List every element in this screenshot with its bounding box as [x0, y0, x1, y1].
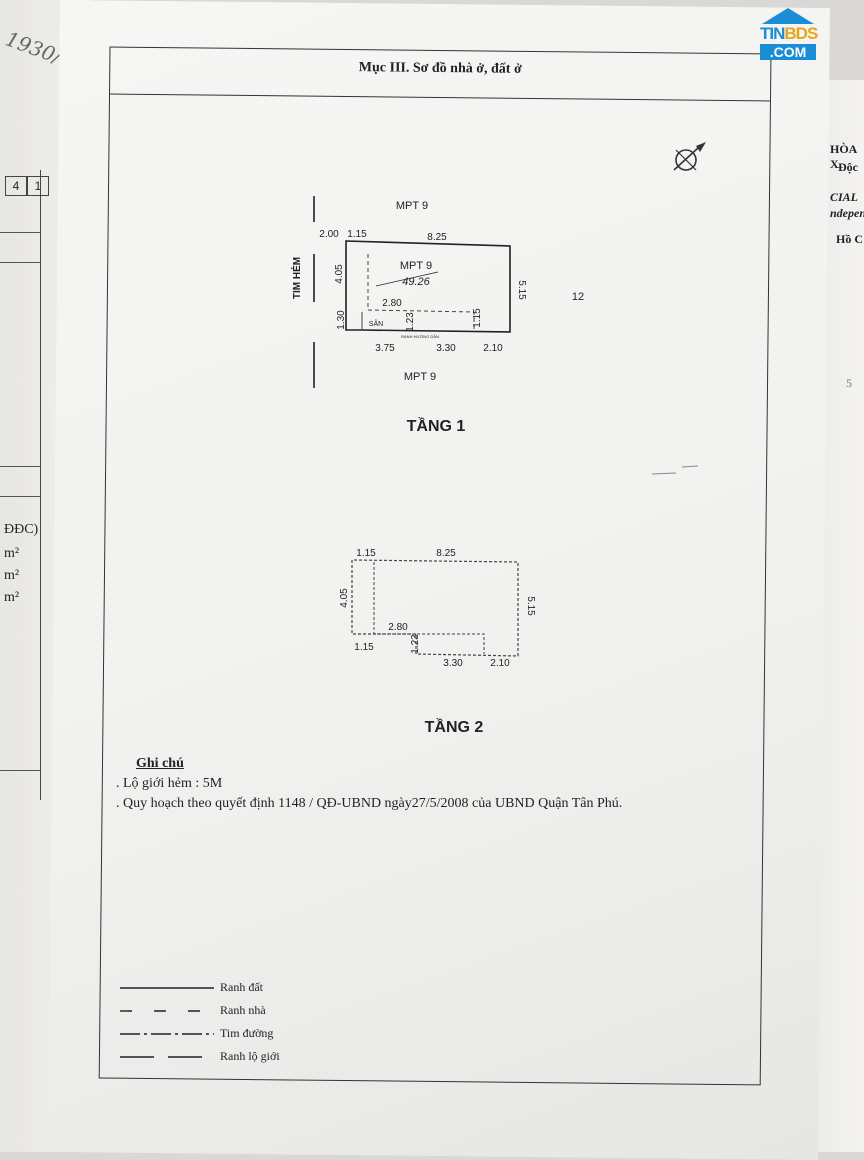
- neighbor-lot-number: 12: [572, 291, 584, 303]
- dim-label: 1.15: [347, 229, 367, 240]
- note-line: . Quy hoạch theo quyết định 1148 / QĐ-UB…: [116, 796, 623, 811]
- legend-label: Ranh nhà: [220, 1003, 266, 1017]
- legend-item: Ranh lộ giới: [120, 1045, 280, 1068]
- floor-1-caption: TẦNG 1: [407, 416, 466, 435]
- dim-label: 1.30: [336, 310, 347, 330]
- logo-wordmark: TINBDS: [760, 24, 818, 43]
- table-rule: [0, 496, 40, 497]
- dim-label: 4.05: [334, 264, 345, 284]
- dim-label: 1.15: [354, 642, 374, 653]
- solid-line-icon: [120, 986, 214, 989]
- legend-label: Ranh lộ giới: [220, 1049, 280, 1063]
- table-rule: [0, 232, 40, 233]
- dash-dot-line-icon: [120, 1032, 214, 1035]
- yard-label: SÂN: [369, 319, 383, 328]
- road-centerline-label: TIM HẺM: [290, 257, 303, 299]
- page-fragment: HÒA X: [830, 142, 857, 171]
- page-fragment: Độc: [838, 160, 858, 174]
- dim-label: 1.23: [410, 634, 421, 654]
- tinbds-logo: TINBDS .COM: [758, 6, 820, 62]
- dashed-line-icon: [120, 1009, 214, 1012]
- dim-label: 2.10: [483, 343, 503, 354]
- page-fragment: 5: [846, 376, 852, 390]
- form-cell: 1: [27, 176, 49, 196]
- unit-label: ĐĐC): [4, 522, 39, 537]
- dim-label: 4.05: [339, 588, 350, 608]
- notes-section: Ghi chú . Lộ giới hẻm : 5M . Quy hoạch t…: [116, 756, 622, 812]
- legend-label: Ranh đất: [220, 980, 263, 994]
- floor1-top-label: MPT 9: [396, 200, 428, 212]
- legend: Ranh đất Ranh nhà Tim đường Ranh lộ giới: [120, 976, 280, 1068]
- dim-label: 3.30: [443, 658, 463, 669]
- page-fragment: Hồ C: [836, 232, 863, 246]
- legend-label: Tim đường: [220, 1026, 274, 1040]
- legend-item: Ranh nhà: [120, 999, 280, 1022]
- house-icon: [762, 8, 814, 24]
- form-table-edge: [0, 170, 41, 800]
- dim-label: 8.25: [436, 548, 456, 559]
- dim-label: 1.15: [472, 308, 483, 328]
- area-value: 49.26: [402, 276, 430, 288]
- page-fragment: ndepen: [830, 206, 864, 220]
- dim-label: 2.80: [382, 298, 402, 309]
- unit-label: m²: [4, 590, 20, 605]
- unit-label: m²: [4, 568, 20, 583]
- note-line: . Lộ giới hẻm : 5M: [116, 776, 223, 791]
- table-rule: [0, 770, 40, 771]
- floor-2-plan: 1.15 8.25 4.05 5.15 2.80 1.15 1.23 3.30 …: [339, 548, 536, 736]
- dim-label: 5.15: [525, 596, 536, 616]
- unit-label: m²: [4, 546, 20, 561]
- form-cells: 4 1: [5, 176, 49, 196]
- form-cell: 4: [5, 176, 27, 196]
- dim-label: 1.23: [405, 312, 416, 332]
- table-rule: [0, 466, 40, 467]
- boundary-note: RANH HƯỚNG DẪN: [401, 334, 439, 339]
- floor1-bottom-label: MPT 9: [404, 371, 436, 383]
- logo-domain: .COM: [760, 44, 816, 60]
- dim-label: 5.15: [516, 280, 527, 300]
- table-rule: [0, 262, 40, 263]
- north-arrow-icon: [673, 142, 706, 171]
- long-dash-line-icon: [120, 1055, 214, 1058]
- legend-item: Ranh đất: [120, 976, 280, 999]
- dim-label: 3.75: [375, 343, 395, 354]
- legend-item: Tim đường: [120, 1022, 280, 1045]
- dim-label: 8.25: [427, 232, 447, 243]
- dim-label: 2.80: [388, 622, 408, 633]
- notes-title: Ghi chú: [136, 756, 184, 771]
- stray-marks: [651, 465, 699, 475]
- dim-label: 2.00: [319, 229, 339, 240]
- dim-label: 2.10: [490, 658, 510, 669]
- page-fragment: CIAL: [830, 190, 859, 204]
- dim-label: 3.30: [436, 343, 456, 354]
- dim-label: 1.15: [356, 548, 376, 559]
- floor-1-plan: MPT 9 MPT 9 TIM HẺM MPT 9 49.26 SÂN RANH…: [290, 196, 584, 435]
- area-label: MPT 9: [400, 260, 432, 272]
- floor-2-caption: TẦNG 2: [425, 717, 484, 736]
